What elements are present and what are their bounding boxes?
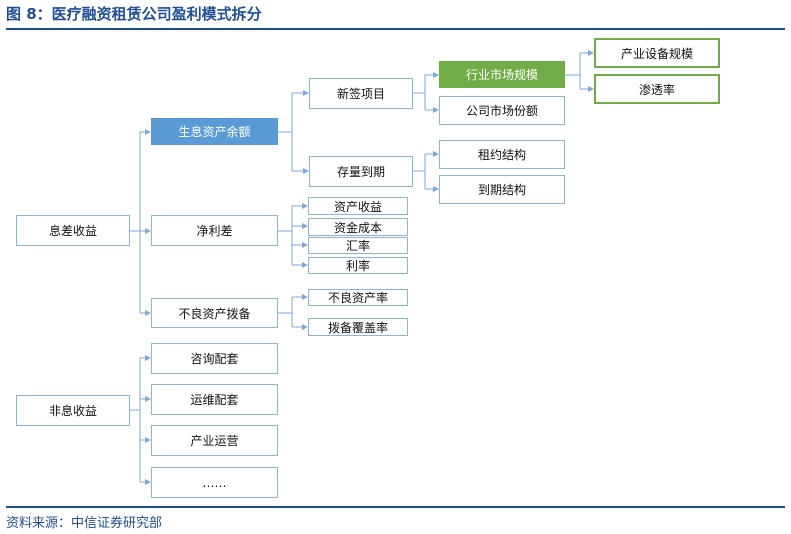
existing-maturity-box: 存量到期 [309,156,413,187]
penetration-rate-box: 渗透率 [594,74,720,104]
funding-cost-box: 资金成本 [308,218,408,236]
title-rule [6,28,785,30]
npa-ratio-box: 不良资产率 [308,289,408,306]
figure-title: 图 8：医疗融资租赁公司盈利模式拆分 [6,5,262,23]
ellipsis-box: …… [151,467,278,498]
exchange-rate-box: 汇率 [308,237,408,254]
new-projects-box: 新签项目 [309,78,413,109]
industry-operation-box: 产业运营 [151,425,278,456]
npa-provision-box: 不良资产拨备 [151,298,278,328]
interest-rate-box: 利率 [308,257,408,274]
non-interest-income-box: 非息收益 [16,395,130,426]
operation-support-box: 运维配套 [151,384,278,415]
company-market-share-box: 公司市场份额 [439,96,565,125]
footer-rule [6,506,785,508]
asset-yield-box: 资产收益 [308,197,408,215]
net-interest-margin-box: 净利差 [151,215,278,246]
industry-equipment-size-box: 产业设备规模 [594,38,720,68]
lease-structure-box: 租约结构 [439,140,565,169]
interest-spread-income-box: 息差收益 [16,215,130,246]
provision-coverage-box: 拨备覆盖率 [308,318,408,336]
source-note: 资料来源：中信证券研究部 [6,516,163,531]
consulting-support-box: 咨询配套 [151,343,278,374]
interest-earning-assets-box: 生息资产余额 [151,118,278,145]
industry-market-size-box: 行业市场规模 [439,61,565,88]
maturity-structure-box: 到期结构 [439,175,565,204]
